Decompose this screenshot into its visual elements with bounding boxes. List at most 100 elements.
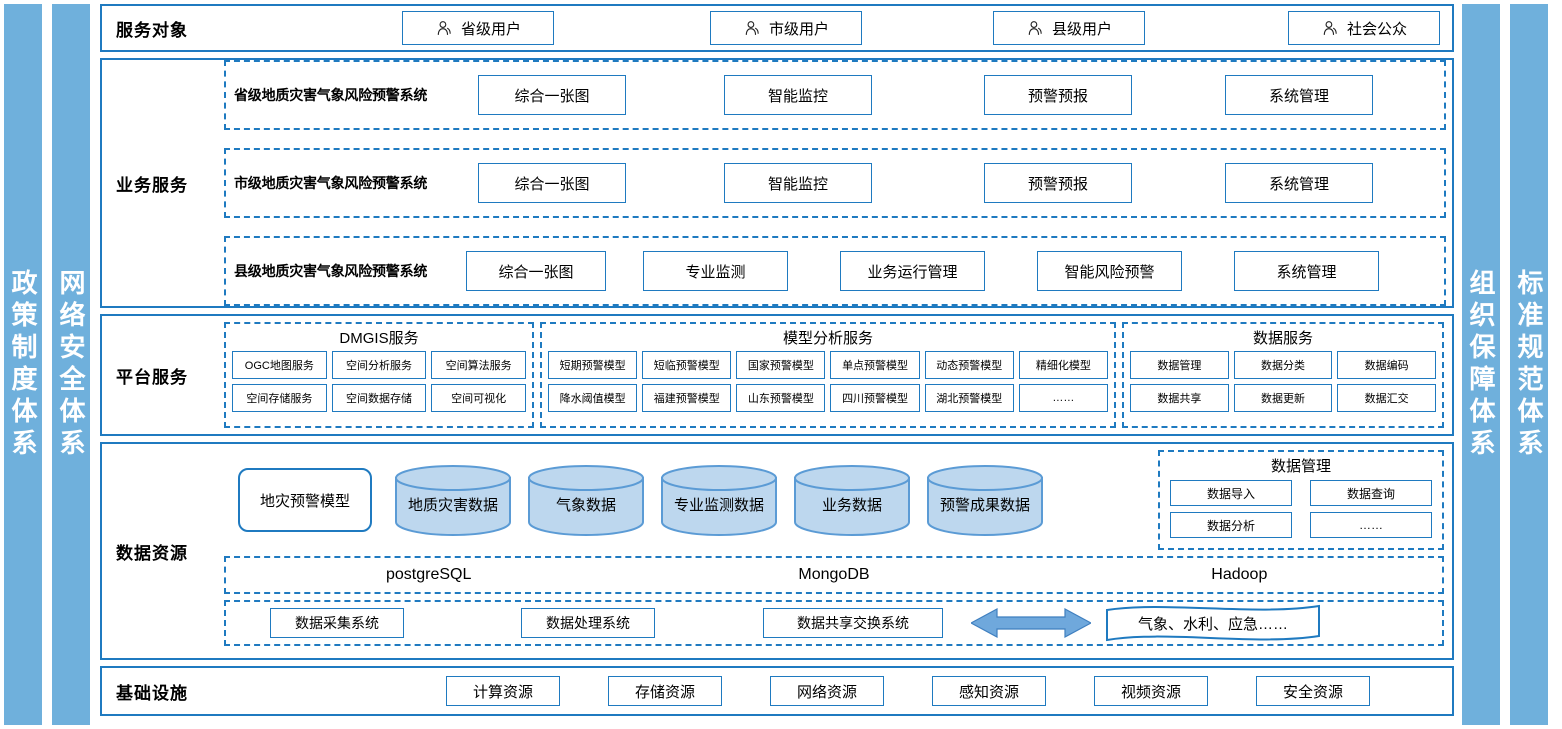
platform-item-model-analysis-service-1[interactable]: 短期预警模型 <box>548 351 638 379</box>
band-infrastructure-label: 基础设施 <box>116 683 188 703</box>
data-management-item-3[interactable]: 数据分析 <box>1170 512 1292 538</box>
pillar-policy-system: 政策制度体系 <box>4 4 42 725</box>
user-icon <box>437 20 451 35</box>
platform-item-model-analysis-service-8[interactable]: 福建预警模型 <box>642 384 732 412</box>
database-2: MongoDB <box>798 566 870 583</box>
business-item-list: 综合一张图 智能监控 预警预报 系统管理 <box>466 163 1444 203</box>
data-cylinder-3[interactable]: 专业监测数据 <box>660 464 778 536</box>
data-cylinder-4[interactable]: 业务数据 <box>793 464 911 536</box>
platform-group-title: 模型分析服务 <box>782 330 873 347</box>
infrastructure-item-4[interactable]: 感知资源 <box>932 676 1046 706</box>
platform-item-data-service-3[interactable]: 数据编码 <box>1337 351 1436 379</box>
platform-item-model-analysis-service-5[interactable]: 动态预警模型 <box>924 351 1014 379</box>
platform-item-dmgis-service-1[interactable]: OGC地图服务 <box>232 351 327 379</box>
platform-item-model-analysis-service-3[interactable]: 国家预警模型 <box>736 351 826 379</box>
audience-4[interactable]: 社会公众 <box>1288 11 1440 45</box>
data-management-item-4[interactable]: …… <box>1310 512 1432 538</box>
pillar-network-label: 网络安全体系 <box>56 268 86 461</box>
platform-item-dmgis-service-3[interactable]: 空间算法服务 <box>431 351 526 379</box>
platform-item-dmgis-service-6[interactable]: 空间可视化 <box>431 384 526 412</box>
platform-item-model-analysis-service-2[interactable]: 短临预警模型 <box>642 351 732 379</box>
data-management-item-1[interactable]: 数据导入 <box>1170 480 1292 506</box>
platform-item-data-service-1[interactable]: 数据管理 <box>1130 351 1229 379</box>
system-data-exchange[interactable]: 数据共享交换系统 <box>763 608 943 638</box>
infrastructure-item-1[interactable]: 计算资源 <box>446 676 560 706</box>
business-item-list: 综合一张图专业监测 业务运行管理 智能风险预警 系统管理 <box>462 251 1444 291</box>
user-icon <box>1028 20 1042 35</box>
business-item-2-3[interactable]: 预警预报 <box>984 163 1132 203</box>
data-cylinder-label: 气象数据 <box>555 497 616 514</box>
band-data-label: 数据资源 <box>116 543 188 563</box>
data-management-item-2[interactable]: 数据查询 <box>1310 480 1432 506</box>
data-management-title: 数据管理 <box>1270 458 1331 475</box>
audience-1[interactable]: 省级用户 <box>402 11 554 45</box>
platform-item-dmgis-service-2[interactable]: 空间分析服务 <box>331 351 427 379</box>
business-item-3-5[interactable]: 系统管理 <box>1234 251 1379 291</box>
infrastructure-item-5[interactable]: 视频资源 <box>1094 676 1208 706</box>
infrastructure-item-2[interactable]: 存储资源 <box>608 676 722 706</box>
data-cylinder-label: 业务数据 <box>821 497 882 514</box>
data-system-row: 数据采集系统 数据处理系统 数据共享交换系统 气象、水利、应急…… <box>224 600 1444 646</box>
business-item-1-4[interactable]: 系统管理 <box>1225 75 1373 115</box>
business-item-3-2[interactable]: 专业监测 <box>643 251 788 291</box>
model-box-disaster-warning[interactable]: 地灾预警模型 <box>238 468 372 532</box>
platform-item-data-service-2[interactable]: 数据分类 <box>1233 351 1333 379</box>
business-item-3-1[interactable]: 综合一张图 <box>466 251 606 291</box>
cylinder-icon <box>794 465 910 536</box>
platform-item-model-analysis-service-9[interactable]: 山东预警模型 <box>736 384 826 412</box>
platform-item-data-service-4[interactable]: 数据共享 <box>1130 384 1229 412</box>
band-business-label: 业务服务 <box>116 175 188 195</box>
platform-item-data-service-5[interactable]: 数据更新 <box>1233 384 1333 412</box>
platform-item-dmgis-service-4[interactable]: 空间存储服务 <box>232 384 327 412</box>
platform-item-data-service-6[interactable]: 数据汇交 <box>1337 384 1436 412</box>
audience-3[interactable]: 县级用户 <box>993 11 1145 45</box>
cylinder-icon <box>661 465 777 536</box>
business-system-name: 市级地质灾害气象风险预警系统 <box>234 175 428 191</box>
business-item-2-2[interactable]: 智能监控 <box>724 163 872 203</box>
user-icon <box>1323 20 1337 35</box>
platform-item-model-analysis-service-11[interactable]: 湖北预警模型 <box>924 384 1014 412</box>
system-data-collection[interactable]: 数据采集系统 <box>270 608 404 638</box>
audience-item-list: 省级用户 市级用户 县级用户 社会公众 <box>224 6 1452 50</box>
business-item-2-4[interactable]: 系统管理 <box>1225 163 1373 203</box>
platform-item-model-analysis-service-6[interactable]: 精细化模型 <box>1018 351 1108 379</box>
business-item-3-4[interactable]: 智能风险预警 <box>1037 251 1182 291</box>
platform-group-title: 数据服务 <box>1252 330 1313 347</box>
cylinder-icon <box>395 465 511 536</box>
platform-group-model-analysis-service: 模型分析服务短期预警模型短临预警模型国家预警模型单点预警模型动态预警模型精细化模… <box>540 322 1116 428</box>
band-platform-label: 平台服务 <box>116 367 188 387</box>
business-item-3-3[interactable]: 业务运行管理 <box>840 251 985 291</box>
band-audience: 服务对象 省级用户市级用户县级用户社会公众 <box>100 4 1454 52</box>
platform-item-model-analysis-service-7[interactable]: 降水阈值模型 <box>548 384 638 412</box>
business-item-2-1[interactable]: 综合一张图 <box>478 163 626 203</box>
data-cylinder-label: 专业监测数据 <box>673 497 764 514</box>
data-cylinder-1[interactable]: 地质灾害数据 <box>394 464 512 536</box>
band-business: 业务服务 省级地质灾害气象风险预警系统综合一张图智能监控预警预报系统管理市级地质… <box>100 58 1454 308</box>
platform-item-dmgis-service-5[interactable]: 空间数据存储 <box>331 384 427 412</box>
platform-item-model-analysis-service-4[interactable]: 单点预警模型 <box>830 351 920 379</box>
audience-label: 社会公众 <box>1346 20 1407 38</box>
audience-2[interactable]: 市级用户 <box>710 11 862 45</box>
external-departments-label: 气象、水利、应急…… <box>1137 615 1288 633</box>
data-cylinder-label: 预警成果数据 <box>939 497 1030 514</box>
business-system-name: 省级地质灾害气象风险预警系统 <box>234 87 428 103</box>
data-cylinder-5[interactable]: 预警成果数据 <box>926 464 1044 536</box>
database-1: postgreSQL <box>385 566 472 583</box>
business-item-1-3[interactable]: 预警预报 <box>984 75 1132 115</box>
system-data-processing[interactable]: 数据处理系统 <box>521 608 655 638</box>
pillar-network-security-system: 网络安全体系 <box>52 4 90 725</box>
business-item-1-1[interactable]: 综合一张图 <box>478 75 626 115</box>
platform-group-data-service: 数据服务数据管理数据分类数据编码数据共享数据更新数据汇交 <box>1122 322 1444 428</box>
business-row-1: 省级地质灾害气象风险预警系统 综合一张图 智能监控 预警预报 系统管理 <box>224 60 1446 130</box>
infrastructure-item-3[interactable]: 网络资源 <box>770 676 884 706</box>
data-cylinder-2[interactable]: 气象数据 <box>527 464 645 536</box>
platform-item-model-analysis-service-12[interactable]: …… <box>1018 384 1108 412</box>
business-item-1-2[interactable]: 智能监控 <box>724 75 872 115</box>
infrastructure-item-6[interactable]: 安全资源 <box>1256 676 1370 706</box>
external-departments-box[interactable]: 气象、水利、应急…… <box>1105 602 1321 644</box>
business-row-list: 省级地质灾害气象风险预警系统综合一张图智能监控预警预报系统管理市级地质灾害气象风… <box>224 53 1452 313</box>
platform-item-model-analysis-service-10[interactable]: 四川预警模型 <box>830 384 920 412</box>
